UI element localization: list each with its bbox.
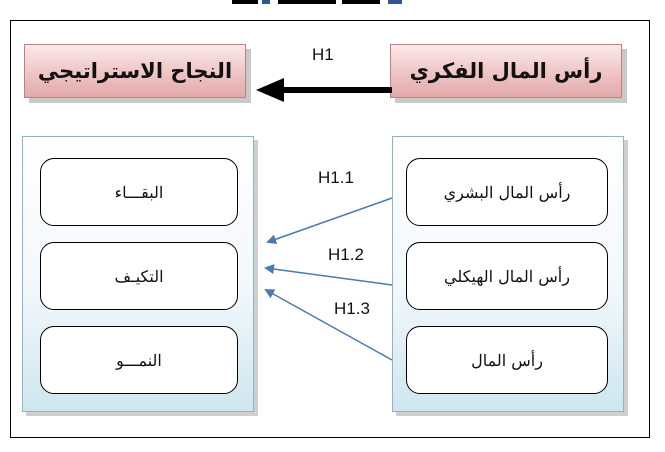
source-node-human-capital: رأس المال البشري — [406, 158, 608, 226]
cropped-caption-strip — [0, 0, 665, 6]
caption-fragment-link — [262, 0, 270, 4]
source-node-label: رأس المال — [471, 350, 543, 370]
source-node-label: رأس المال البشري — [443, 182, 571, 202]
target-node-growth: النمـــو — [40, 326, 238, 394]
target-node-adaptation: التكيـف — [40, 242, 238, 310]
target-node-label: التكيـف — [114, 266, 164, 286]
sub-hypothesis-label-2: H1.2 — [328, 245, 364, 264]
caption-fragment — [278, 0, 336, 4]
source-title: رأس المال الفكري — [409, 59, 603, 83]
main-hypothesis-label: H1 — [312, 45, 334, 64]
source-node-structural-capital: رأس المال الهيكلي — [406, 242, 608, 310]
caption-fragment-link — [388, 0, 402, 4]
source-title-box: رأس المال الفكري — [390, 44, 622, 98]
sub-hypothesis-label-1: H1.1 — [318, 168, 354, 187]
target-title: النجاح الاستراتيجي — [37, 59, 233, 83]
target-node-label: النمـــو — [116, 350, 162, 370]
caption-fragment — [232, 0, 258, 4]
target-node-label: البقـــاء — [114, 182, 164, 202]
target-node-survival: البقـــاء — [40, 158, 238, 226]
caption-fragment — [342, 0, 380, 4]
source-node-capital: رأس المال — [406, 326, 608, 394]
sub-hypothesis-label-3: H1.3 — [334, 299, 370, 318]
source-node-label: رأس المال الهيكلي — [444, 266, 570, 286]
target-title-box: النجاح الاستراتيجي — [24, 44, 246, 98]
